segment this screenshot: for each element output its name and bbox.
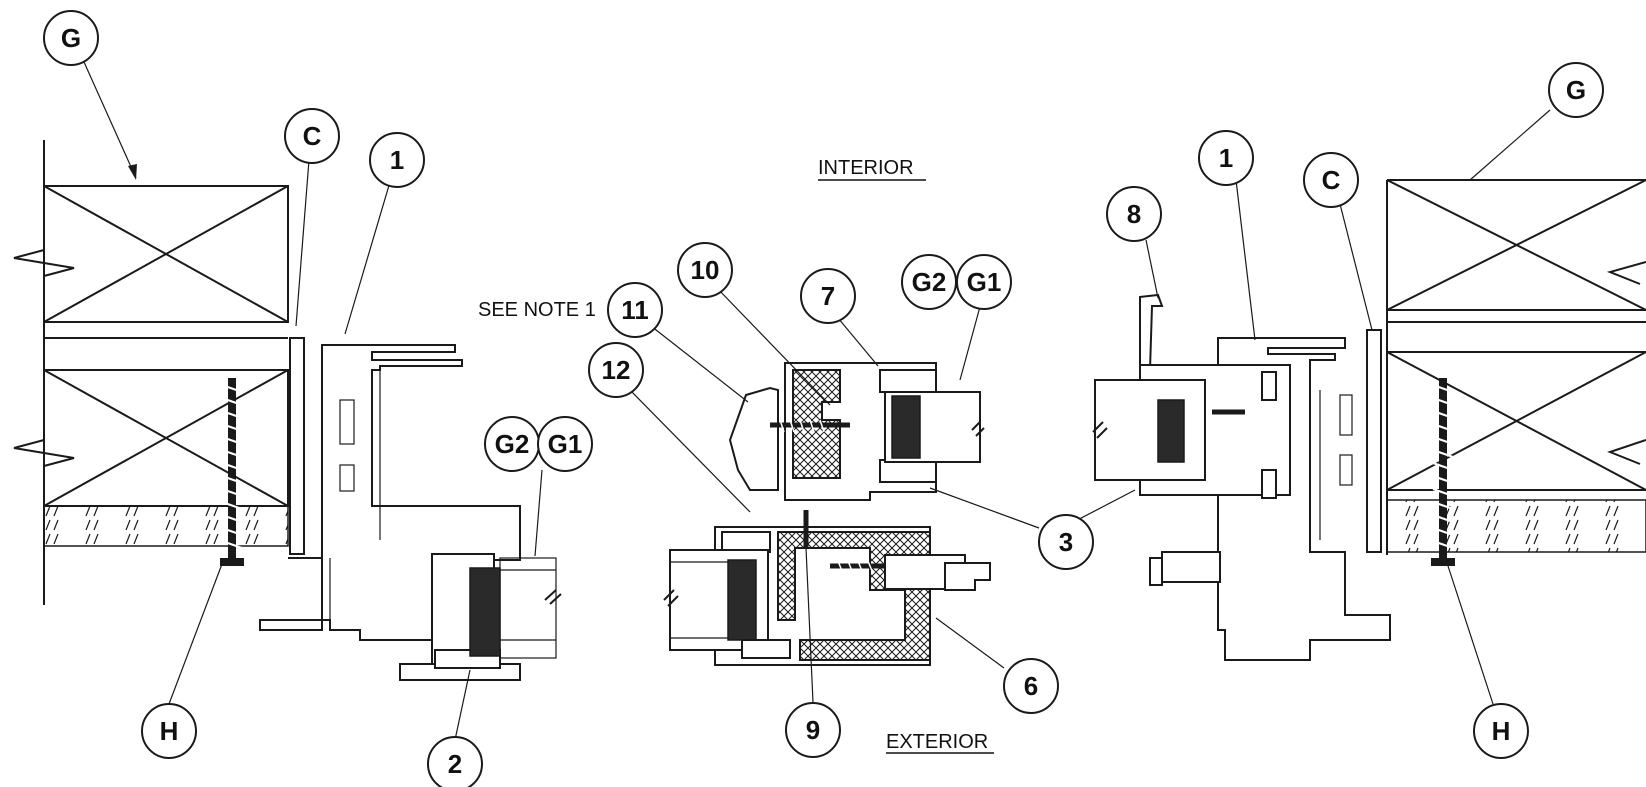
right-jamb-profile	[1092, 293, 1391, 661]
callout-1-right: 1	[1198, 130, 1254, 186]
callout-c-left: C	[284, 108, 340, 164]
interior-label: INTERIOR	[818, 157, 914, 179]
svg-text:6: 6	[1024, 671, 1038, 701]
callout-g-left: G	[43, 10, 99, 66]
svg-text:9: 9	[806, 715, 820, 745]
callout-g1-center: G1	[956, 254, 1012, 310]
callout-g2-center: G2	[901, 254, 957, 310]
svg-text:G2: G2	[912, 267, 947, 297]
callout-11: 11	[607, 282, 663, 338]
callout-1-left: 1	[369, 132, 425, 188]
svg-text:C: C	[1322, 165, 1341, 195]
callout-c-right: C	[1303, 152, 1359, 208]
callout-10: 10	[677, 242, 733, 298]
svg-text:2: 2	[448, 749, 462, 779]
svg-text:12: 12	[602, 355, 631, 385]
left-jamb-profile	[259, 344, 562, 681]
right-wall-framing	[1366, 179, 1646, 566]
leader-lines	[83, 61, 1551, 741]
callout-6: 6	[1003, 658, 1059, 714]
svg-text:G1: G1	[548, 429, 583, 459]
callout-12: 12	[588, 342, 644, 398]
svg-text:H: H	[1492, 716, 1511, 746]
svg-text:3: 3	[1059, 527, 1073, 557]
svg-text:8: 8	[1127, 199, 1141, 229]
svg-text:1: 1	[1219, 143, 1233, 173]
svg-text:11: 11	[621, 295, 649, 325]
svg-text:7: 7	[821, 281, 835, 311]
svg-text:1: 1	[390, 145, 404, 175]
callout-2: 2	[427, 736, 483, 787]
svg-text:C: C	[303, 121, 322, 151]
svg-text:G2: G2	[495, 429, 530, 459]
callout-g-right: G	[1548, 62, 1604, 118]
svg-text:G1: G1	[967, 267, 1002, 297]
right-anchor-screw	[1431, 378, 1455, 566]
center-interlock	[663, 362, 991, 666]
callout-g1-left: G1	[537, 416, 593, 472]
svg-text:H: H	[160, 716, 179, 746]
see-note-label: SEE NOTE 1	[478, 299, 596, 321]
svg-text:G: G	[61, 23, 81, 53]
callout-g2-left: G2	[484, 416, 540, 472]
callout-h-right: H	[1473, 703, 1529, 759]
left-wall-framing	[13, 140, 330, 605]
callout-3: 3	[1038, 514, 1094, 570]
callout-9: 9	[785, 702, 841, 758]
callout-8: 8	[1106, 186, 1162, 242]
left-anchor-screw	[220, 378, 244, 566]
callout-7: 7	[800, 268, 856, 324]
exterior-label: EXTERIOR	[886, 731, 988, 753]
callout-h-left: H	[141, 703, 197, 759]
svg-text:G: G	[1566, 75, 1586, 105]
svg-text:10: 10	[691, 255, 720, 285]
